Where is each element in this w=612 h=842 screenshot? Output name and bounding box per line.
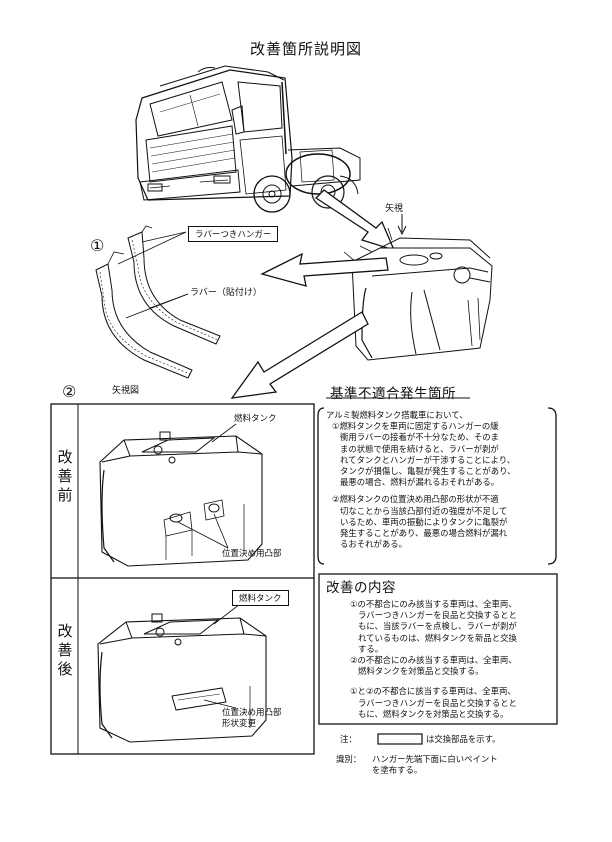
- rubber-label: ラバー（貼付け）: [190, 288, 262, 298]
- before-boss-label: 位置決め用凸部: [222, 549, 282, 559]
- truck-illustration: [135, 65, 361, 213]
- arrow-to-step-one: [260, 252, 389, 287]
- arrow-to-step-two: [230, 311, 369, 399]
- problem-text: アルミ製燃料タンク搭載車において、 ①燃料タンクを車両に固定するハンガーの緩 衝…: [326, 410, 516, 550]
- improvement-text: ①の不都合にのみ該当する車両は、全車両、 ラバーつきハンガーを良品と交換するとと…: [350, 599, 518, 719]
- after-row-label: 改 善 後: [57, 622, 73, 678]
- improvement-box: [318, 573, 558, 725]
- problem-heading: 基準不適合発生箇所: [330, 386, 456, 402]
- note-text: は交換部品を示す。: [426, 734, 501, 744]
- rubber-hanger-drawing: [95, 225, 221, 379]
- problem-bracket-right: [547, 407, 557, 565]
- ident-text: ハンガー先端下面に白いペイント を塗布する。: [372, 754, 498, 776]
- view-arrow: [314, 189, 396, 252]
- view-arrow-label: 矢視: [385, 204, 404, 214]
- legend-box: [377, 733, 423, 745]
- view-diagram-label: 矢視図: [112, 386, 140, 396]
- after-boss-label: 位置決め用凸部 形状変更: [222, 708, 282, 730]
- note-prefix: 注：: [340, 734, 357, 744]
- improvement-heading: 改善の内容: [326, 580, 396, 596]
- before-row-label: 改 善 前: [57, 448, 73, 504]
- after-tank-label: 燃料タンク: [232, 590, 289, 606]
- problem-bracket-left: [317, 407, 325, 565]
- rubber-hanger-label: ラバーつきハンガー: [188, 226, 279, 242]
- before-tank-label: 燃料タンク: [234, 414, 277, 424]
- step-two-marker: ②: [62, 382, 77, 401]
- comparison-table: [50, 403, 315, 755]
- tank-perspective: [339, 227, 493, 361]
- page-title: 改善箇所説明図: [249, 40, 362, 58]
- tank-before-drawing: [99, 423, 263, 567]
- step-one-marker: ①: [90, 236, 105, 255]
- ident-prefix: 識別：: [336, 754, 362, 764]
- tank-after-drawing: [97, 603, 267, 743]
